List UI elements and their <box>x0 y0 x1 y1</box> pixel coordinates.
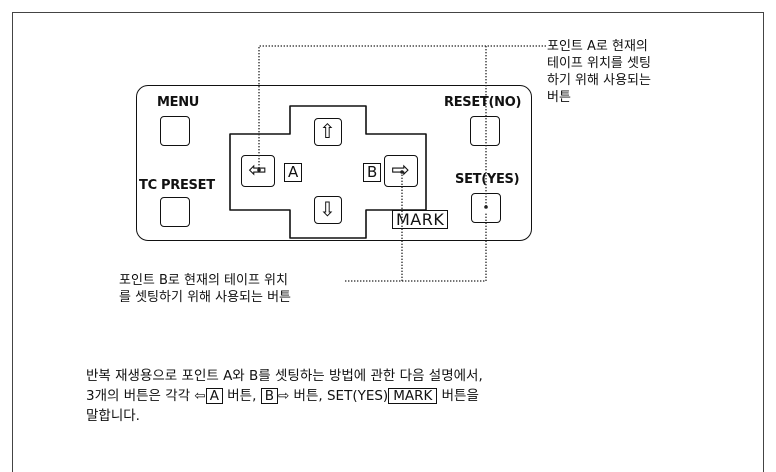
description-text: ⇨ 버튼, SET(YES) <box>277 388 389 404</box>
description-line-1: 반복 재생용으로 포인트 A와 B를 셋팅하는 방법에 관한 다음 설명에서, <box>86 368 483 384</box>
reset-label: RESET(NO) <box>444 95 522 110</box>
b-label: B <box>363 163 382 182</box>
bottom-callout: 포인트 B로 현재의 테이프 위치 를 셋팅하기 위해 사용되는 버튼 <box>119 272 291 306</box>
description-text: 버튼을 <box>437 388 479 404</box>
description-line-3: 말합니다. <box>86 408 140 424</box>
menu-button[interactable] <box>160 116 190 146</box>
tc-preset-button[interactable] <box>160 197 190 227</box>
figure-frame <box>12 12 764 472</box>
dpad-outline <box>229 105 427 239</box>
bottom-callout-line: 를 셋팅하기 위해 사용되는 버튼 <box>119 290 292 305</box>
top-callout: 포인트 A로 현재의 테이프 위치를 셋팅 하기 위해 사용되는 버튼 <box>547 38 651 106</box>
a-box-inline: A <box>205 388 223 404</box>
description-text: 버튼, <box>222 388 261 404</box>
top-callout-line: 하기 위해 사용되는 <box>547 73 651 88</box>
callout-leaders <box>257 45 546 282</box>
menu-label: MENU <box>157 95 200 110</box>
reset-button[interactable] <box>470 116 500 146</box>
top-callout-line: 버튼 <box>547 90 571 105</box>
a-label: A <box>284 163 303 182</box>
up-button[interactable]: ⇧ <box>314 118 342 146</box>
control-panel <box>136 85 532 241</box>
right-arrow-icon: ⇨ <box>391 158 410 183</box>
set-label: SET(YES) <box>455 172 520 187</box>
description-text: 3개의 버튼은 각각 ⇦ <box>86 388 206 404</box>
up-arrow-icon: ⇧ <box>319 119 336 143</box>
mark-box-inline: MARK <box>388 388 438 404</box>
tc-preset-label: TC PRESET <box>139 178 215 193</box>
down-button[interactable]: ⇩ <box>314 196 342 224</box>
b-box-inline: B <box>260 388 278 404</box>
description-line-2: 3개의 버튼은 각각 ⇦A 버튼, B⇨ 버튼, SET(YES)MARK 버튼… <box>86 386 483 406</box>
description: 반복 재생용으로 포인트 A와 B를 셋팅하는 방법에 관한 다음 설명에서, … <box>86 366 483 426</box>
mark-label: MARK <box>392 210 449 229</box>
top-callout-line: 테이프 위치를 셋팅 <box>547 56 651 71</box>
down-arrow-icon: ⇩ <box>319 197 336 221</box>
bottom-callout-line: 포인트 B로 현재의 테이프 위치 <box>119 273 288 288</box>
top-callout-line: 포인트 A로 현재의 <box>547 39 648 54</box>
